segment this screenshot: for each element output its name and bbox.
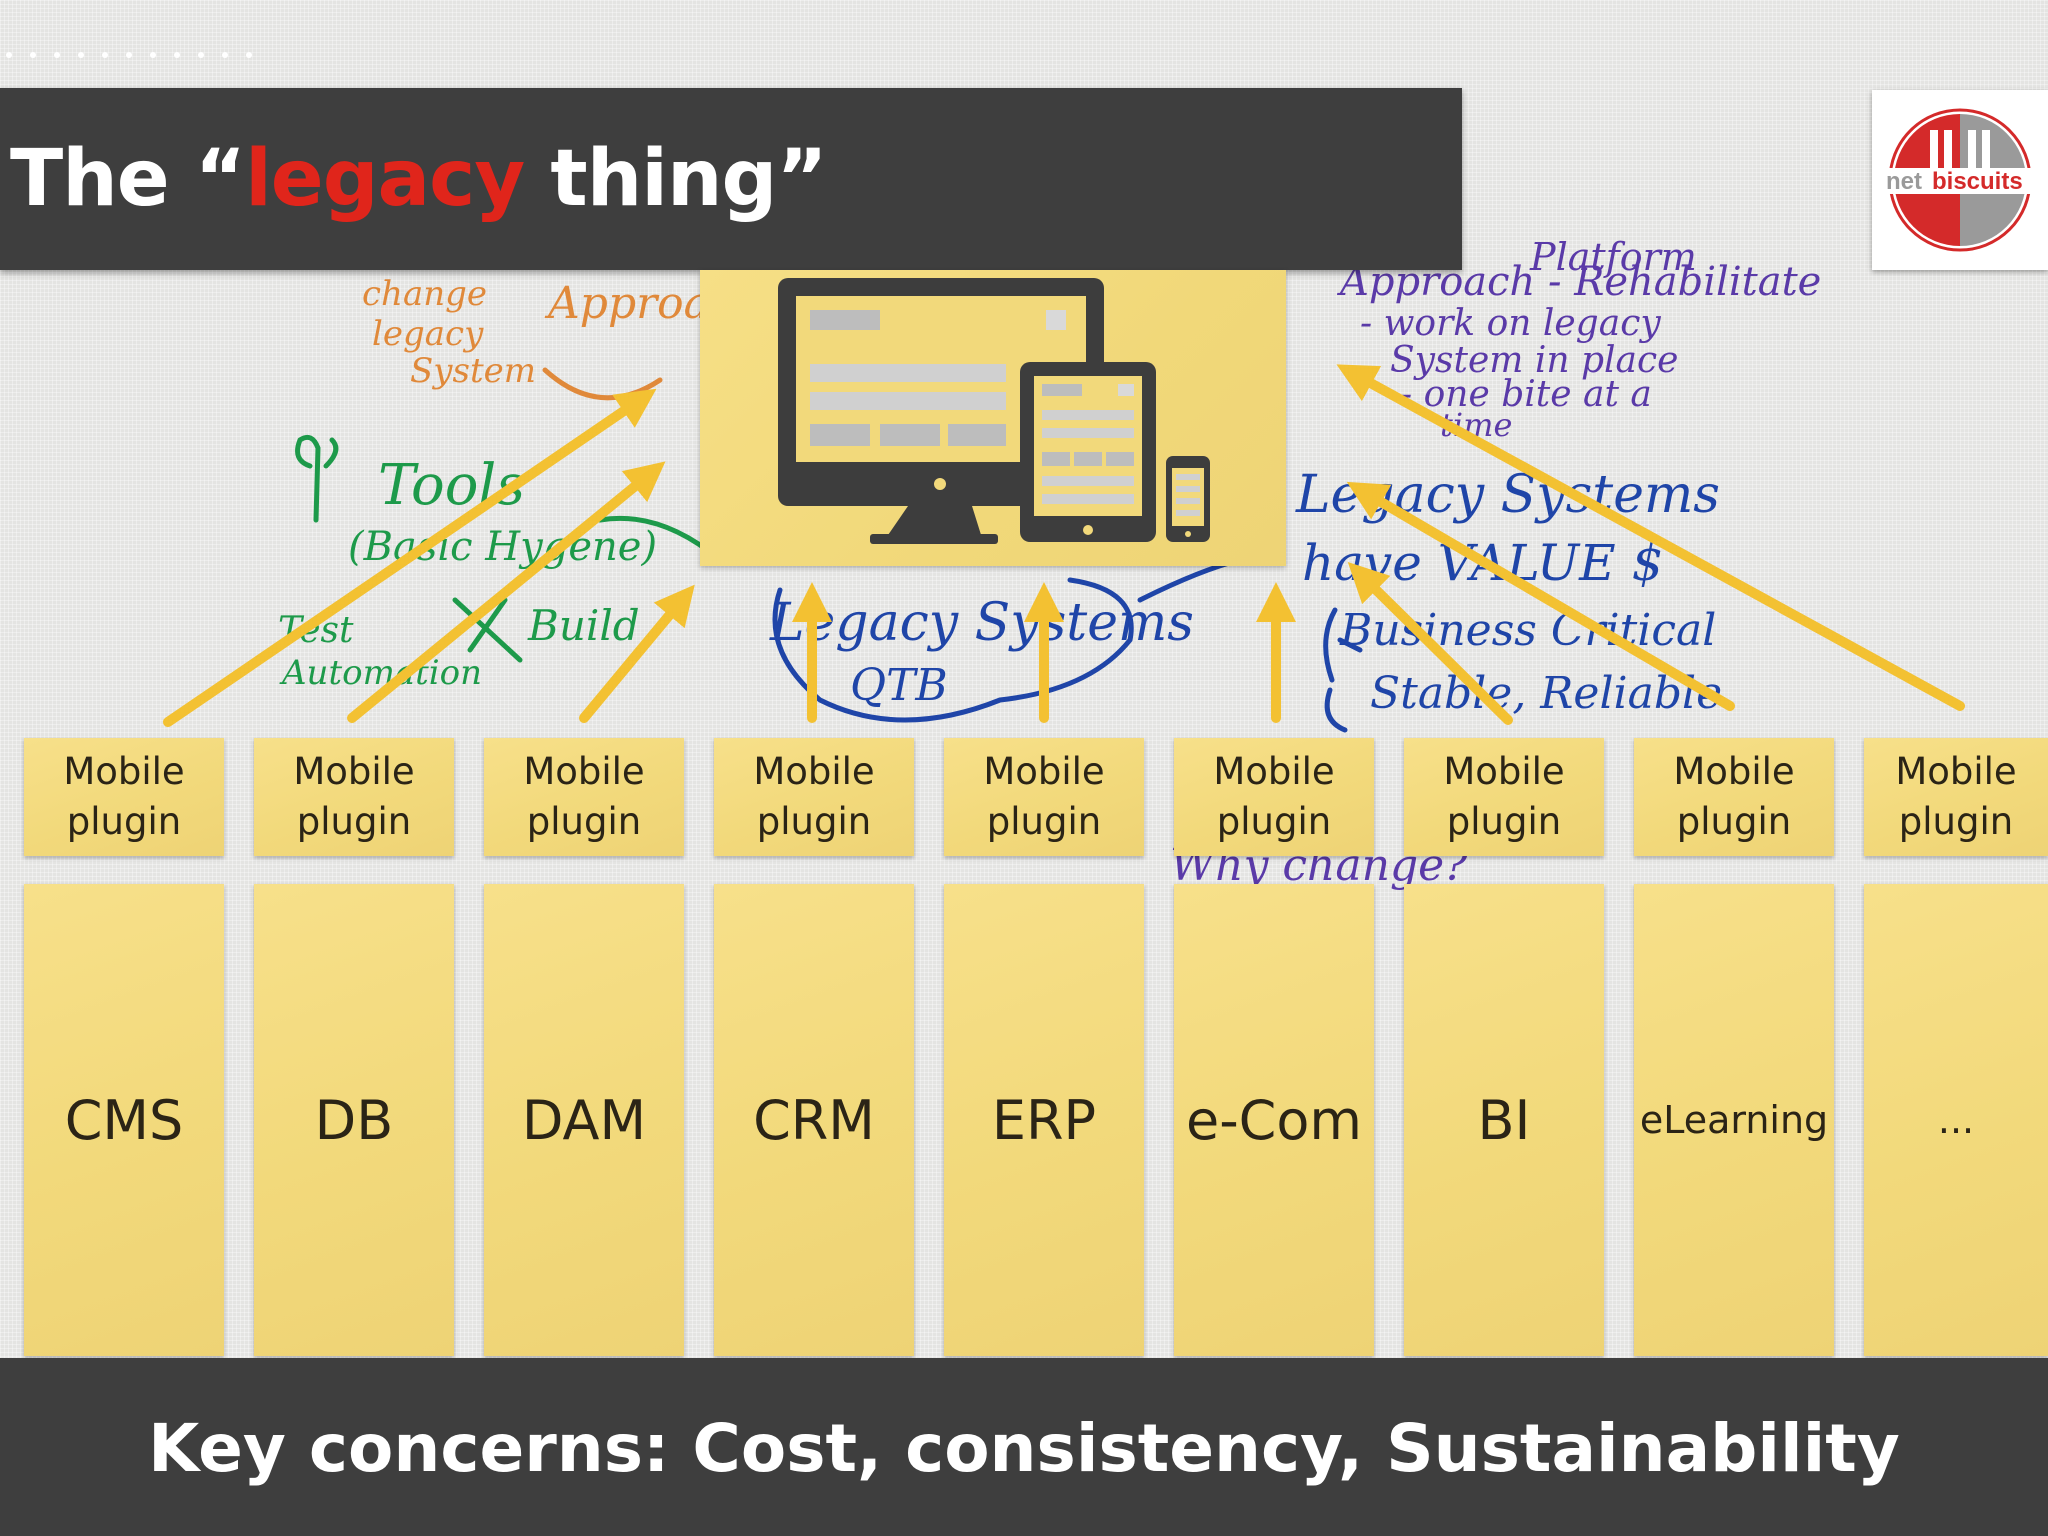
slide-title: The “legacy thing” (10, 134, 828, 224)
plugin-note-1: Mobile plugin (24, 738, 224, 856)
arrow-1 (163, 388, 657, 727)
plugin-line1: Mobile (1213, 750, 1335, 793)
title-bar: The “legacy thing” (0, 88, 1462, 270)
wb-center-0: Legacy Systems (769, 593, 1194, 653)
plugin-note-5: Mobile plugin (944, 738, 1144, 856)
system-note-cms: CMS (24, 884, 224, 1356)
arrow-7 (1347, 561, 1513, 725)
wb-left-5: (Basic Hygene) (348, 524, 657, 570)
plugin-line2: plugin (1898, 800, 2014, 843)
arrow-8 (1346, 481, 1735, 711)
title-prefix: The “ (10, 134, 246, 224)
system-note-more: ... (1864, 884, 2048, 1356)
plugin-line2: plugin (1676, 800, 1792, 843)
plugin-line2: plugin (986, 800, 1102, 843)
plugin-line1: Mobile (1443, 750, 1565, 793)
system-note-db: DB (254, 884, 454, 1356)
slide-progress-dots (0, 48, 306, 62)
logo-text-biscuits: biscuits (1932, 168, 2023, 195)
arrow-2 (347, 461, 666, 723)
plugin-line1: Mobile (1673, 750, 1795, 793)
devices-icon (778, 278, 1210, 544)
plugin-note-6: Mobile plugin (1174, 738, 1374, 856)
plugin-note-2: Mobile plugin (254, 738, 454, 856)
wb-left-1: legacy (372, 314, 484, 354)
system-note-erp: ERP (944, 884, 1144, 1356)
logo-mark-icon: net biscuits (1882, 108, 2038, 252)
plugin-line2: plugin (66, 800, 182, 843)
wb-right-8: Business Critical (1339, 605, 1716, 656)
wb-left-8: Build (527, 601, 640, 650)
wb-left-6: Test (278, 610, 354, 651)
key-concerns-text: Key concerns: Cost, consistency, Sustain… (148, 1410, 1900, 1487)
plugin-line1: Mobile (293, 750, 415, 793)
plugin-line1: Mobile (63, 750, 185, 793)
plugin-line1: Mobile (983, 750, 1105, 793)
wb-left-2: System (410, 351, 536, 391)
system-note-crm: CRM (714, 884, 914, 1356)
wb-right-6: Legacy Systems (1295, 465, 1720, 525)
system-note-dam: DAM (484, 884, 684, 1356)
plugin-line1: Mobile (753, 750, 875, 793)
plugin-note-4: Mobile plugin (714, 738, 914, 856)
plugin-note-3: Mobile plugin (484, 738, 684, 856)
plugin-line1: Mobile (523, 750, 645, 793)
system-note-bi: BI (1404, 884, 1604, 1356)
devices-sticky-note (700, 270, 1286, 566)
wb-right-7: have VALUE $ (1302, 534, 1663, 592)
system-note-elearning: eLearning (1634, 884, 1834, 1356)
wb-right-2: - work on legacy (1360, 303, 1661, 344)
plugin-line2: plugin (1446, 800, 1562, 843)
wb-right-3: System in place (1390, 340, 1678, 381)
wb-left-7: Automation (279, 653, 482, 693)
plugin-note-9: Mobile plugin (1864, 738, 2048, 856)
title-suffix: thing” (524, 134, 827, 224)
arrow-3 (579, 584, 695, 723)
plugin-line2: plugin (1216, 800, 1332, 843)
netbiscuits-logo: net biscuits (1872, 90, 2048, 270)
wb-center-1: QTB (850, 660, 948, 711)
wb-right-1: Platform (1529, 235, 1697, 279)
plugin-line2: plugin (296, 800, 412, 843)
plugin-line2: plugin (526, 800, 642, 843)
title-highlight: legacy (245, 134, 525, 224)
logo-text-net: net (1886, 168, 1922, 195)
plugin-line2: plugin (756, 800, 872, 843)
wb-left-0: change (362, 274, 487, 314)
plugin-note-8: Mobile plugin (1634, 738, 1834, 856)
system-note-ecom: e-Com (1174, 884, 1374, 1356)
wb-right-5: time (1440, 406, 1512, 444)
wb-right-4: - one bite at a (1400, 374, 1652, 415)
wb-left-4: Tools (378, 453, 525, 518)
arrow-9 (1336, 364, 1965, 711)
plugin-note-7: Mobile plugin (1404, 738, 1604, 856)
footer-bar: Key concerns: Cost, consistency, Sustain… (0, 1358, 2048, 1536)
wb-right-9: Stable, Reliable (1370, 668, 1722, 719)
plugin-line1: Mobile (1895, 750, 2017, 793)
